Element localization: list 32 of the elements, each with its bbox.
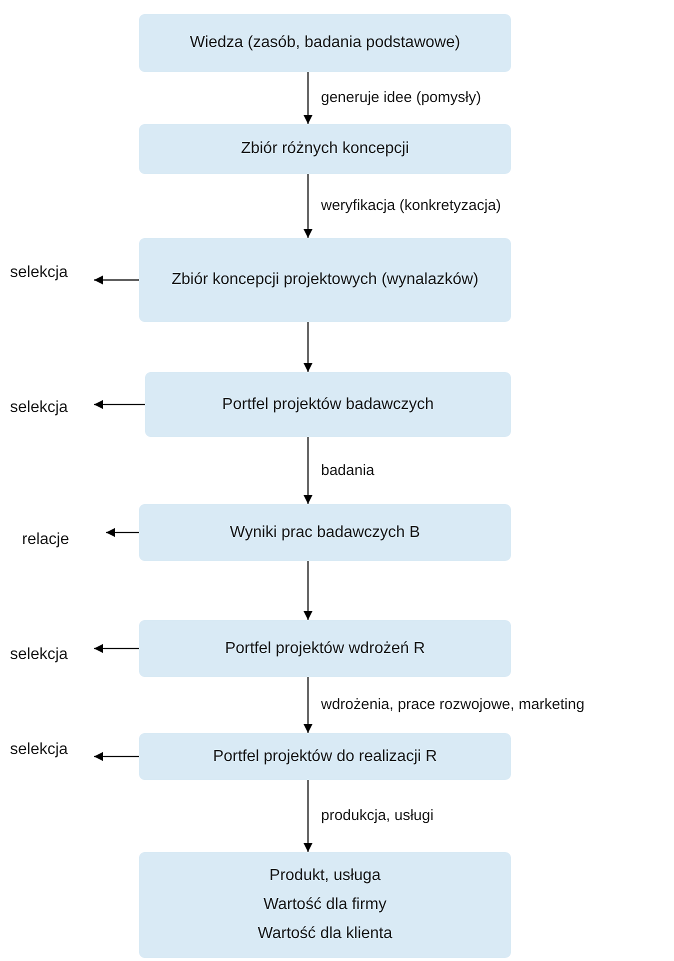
side-label: selekcja	[10, 396, 80, 420]
edge-label: weryfikacja (konkretyzacja)	[321, 197, 502, 215]
process-box: Portfel projektów do realizacji R	[139, 733, 511, 780]
process-box: Zbiór różnych koncepcji	[139, 124, 511, 174]
arrow	[304, 437, 312, 504]
arrow	[94, 276, 139, 284]
arrow	[106, 528, 139, 537]
box-text: Wartość dla firmy	[264, 895, 386, 916]
arrow	[304, 72, 312, 124]
side-label: relacje	[22, 528, 92, 552]
side-label: selekcja	[10, 643, 80, 667]
process-box	[139, 852, 511, 958]
arrow	[304, 322, 312, 372]
arrow	[94, 644, 139, 653]
box-text: Produkt, usługa	[269, 866, 381, 886]
arrow	[94, 400, 145, 409]
edge-label: wdrożenia, prace rozwojowe, marketing	[321, 696, 584, 714]
process-box: Portfel projektów badawczych	[145, 372, 511, 437]
process-box: Wiedza (zasób, badania podstawowe)	[139, 14, 511, 72]
edge-label: produkcja, usługi	[321, 807, 434, 825]
arrow	[304, 561, 312, 620]
arrow	[304, 780, 312, 852]
arrow	[304, 174, 312, 238]
process-box: Zbiór koncepcji projektowych (wynalazków)	[139, 238, 511, 322]
side-label: selekcja	[10, 738, 80, 762]
box-text: Wartość dla klienta	[258, 924, 392, 944]
arrow	[304, 677, 312, 733]
process-box: Wyniki prac badawczych B	[139, 504, 511, 561]
side-label: selekcja	[10, 261, 80, 285]
arrow	[94, 752, 139, 761]
process-box: Portfel projektów wdrożeń R	[139, 620, 511, 677]
edge-label: generuje idee (pomysły)	[321, 89, 482, 107]
